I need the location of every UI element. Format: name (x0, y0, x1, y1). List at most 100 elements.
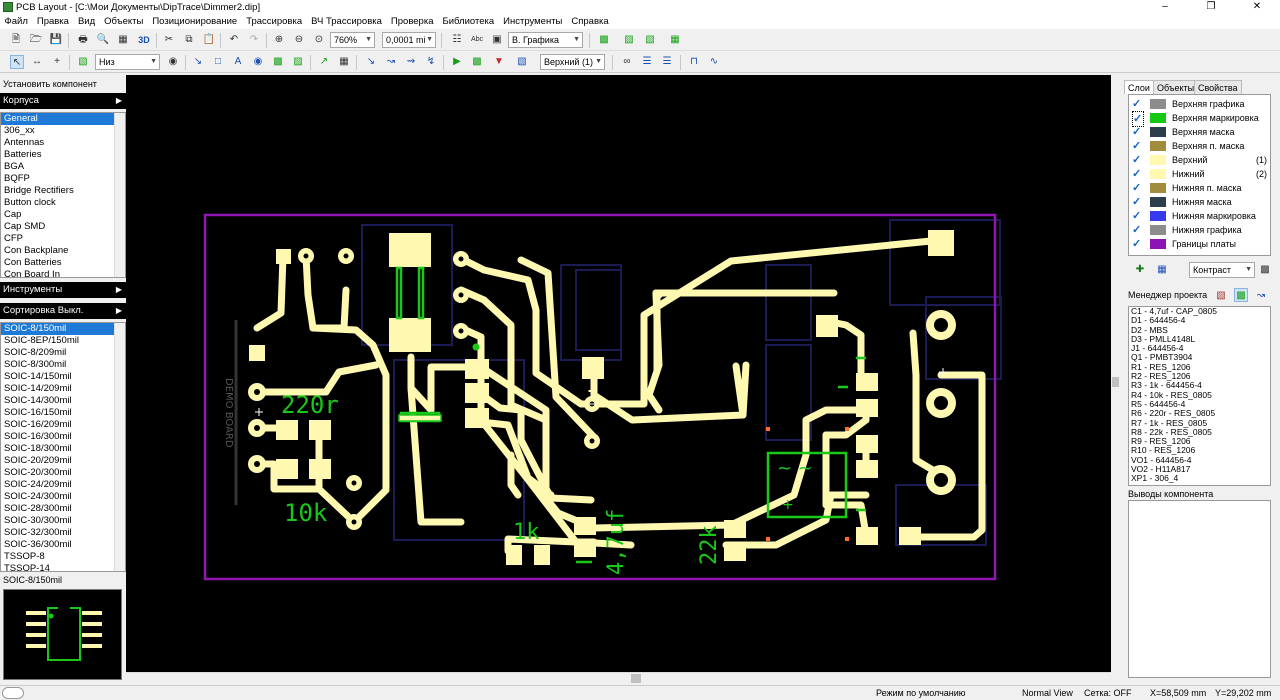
list-item[interactable]: Q1 - PMBT3904 (1131, 352, 1193, 363)
component-item[interactable]: SOIC-24/300mil (4, 491, 72, 502)
library-item[interactable]: Con Batteries (4, 257, 62, 268)
layer-row[interactable]: ✓Верхняя графика (1132, 98, 1245, 110)
verify-icon[interactable]: ▦ (670, 34, 680, 45)
route-bus-icon[interactable]: ↝ (386, 56, 396, 67)
library-item[interactable]: Con Backplane (4, 245, 69, 256)
list-item[interactable]: R7 - 1k - RES_0805 (1131, 417, 1208, 428)
layer-row[interactable]: ✓Нижний(2) (1132, 168, 1267, 180)
packages-header[interactable]: Корпуса▶ (0, 93, 126, 109)
menu-placement[interactable]: Позиционирование (152, 16, 238, 27)
print-preview-icon[interactable]: 🔍 (96, 34, 110, 45)
table-icon[interactable]: ▦ (339, 56, 349, 67)
library-item[interactable]: General (1, 113, 125, 125)
list-item[interactable]: R5 - 644456-4 (1131, 398, 1186, 409)
cut-icon[interactable]: ✂ (164, 34, 174, 45)
crosshair-icon[interactable]: + (54, 56, 60, 67)
list-item[interactable]: VO2 - H11A817 (1131, 464, 1191, 475)
project-manager-list[interactable]: C1 - 4,7uf - CAP_0805 D1 - 644456-4 D2 -… (1128, 306, 1271, 486)
layer-row[interactable]: ✓Верхняя маркировка (1132, 111, 1259, 127)
list-item[interactable]: R6 - 220r - RES_0805 (1131, 408, 1216, 419)
manager-filter-icon[interactable]: ▧ (1216, 290, 1226, 301)
component-item[interactable]: SOIC-16/150mil (4, 407, 72, 418)
pcb-board-view[interactable]: ~ ~ + 220r 10k 1k 4,7uf 22k DEMO BOARD (126, 75, 1111, 672)
library-scrollbar[interactable] (114, 113, 125, 277)
grid-combo[interactable]: 0,0001 mi▼ (382, 32, 436, 48)
layer-row[interactable]: ✓Нижняя п. маска (1132, 182, 1242, 194)
library-item[interactable]: Con Board In (4, 269, 60, 278)
component-item[interactable]: SOIC-16/209mil (4, 419, 72, 430)
ratsnest-icon[interactable]: ▧ (645, 34, 655, 45)
list-item[interactable]: R8 - 22k - RES_0805 (1131, 426, 1212, 437)
view-mode-combo[interactable]: В. Графика▼ (508, 32, 583, 48)
menu-edit[interactable]: Правка (36, 16, 69, 27)
pointer-icon[interactable]: ↖ (10, 55, 24, 69)
layer-row[interactable]: ✓Верхняя маска (1132, 126, 1235, 138)
menu-file[interactable]: Файл (4, 16, 28, 27)
wave-icon[interactable]: ∿ (709, 56, 719, 67)
place-rect-icon[interactable]: □ (214, 56, 222, 67)
manager-components-icon[interactable]: ▩ (1234, 288, 1248, 302)
drc-icon[interactable]: ▼ (494, 56, 504, 67)
copy-icon[interactable]: ⧉ (185, 34, 193, 45)
layers-down-icon[interactable]: ☰ (662, 56, 672, 67)
place-line-icon[interactable]: ↘ (193, 56, 203, 67)
library-item[interactable]: BQFP (4, 173, 30, 184)
run-autoroute-icon[interactable]: ▶ (453, 56, 461, 67)
pan-icon[interactable]: ↔ (32, 56, 42, 67)
layer-row[interactable]: ✓Нижняя маска (1132, 196, 1232, 208)
canvas-vertical-scrollbar[interactable] (1111, 75, 1120, 672)
library-item[interactable]: Bridge Rectifiers (4, 185, 74, 196)
paste-icon[interactable]: 📋 (202, 34, 216, 45)
component-item[interactable]: SOIC-8/300mil (4, 359, 67, 370)
component-item[interactable]: SOIC-20/300mil (4, 467, 72, 478)
contrast-combo[interactable]: Контраст▼ (1189, 262, 1255, 278)
binoculars-icon[interactable]: ◉ (168, 56, 178, 67)
dimension-icon[interactable]: ↗ (319, 56, 329, 67)
redo-icon[interactable]: ↷ (249, 34, 259, 45)
list-item[interactable]: J1 - 644456-4 (1131, 343, 1184, 354)
layer-settings-icon[interactable]: ▦ (1157, 264, 1167, 275)
component-item[interactable]: SOIC-14/150mil (4, 371, 72, 382)
layer-row[interactable]: ✓Нижняя графика (1132, 224, 1242, 236)
tools-header[interactable]: Инструменты▶ (0, 282, 126, 298)
zoom-out-icon[interactable]: ⊖ (294, 34, 304, 45)
list-item[interactable]: R9 - RES_1206 (1131, 436, 1191, 447)
component-item[interactable]: TSSOP-14 (4, 563, 50, 572)
image-icon[interactable]: ▣ (492, 34, 502, 45)
place-text-icon[interactable]: A (234, 56, 242, 67)
tab-layers[interactable]: Слои (1124, 80, 1154, 94)
layer-row[interactable]: ✓Нижняя маркировка (1132, 210, 1256, 222)
component-scrollbar[interactable] (114, 323, 125, 571)
report-icon[interactable]: ▦ (118, 34, 128, 45)
component-item[interactable]: SOIC-20/209mil (4, 455, 72, 466)
list-item[interactable]: VO1 - 644456-4 (1131, 454, 1192, 465)
list-item[interactable]: R1 - RES_1206 (1131, 361, 1191, 372)
layer-pin-icon[interactable]: ✚ (1135, 264, 1145, 275)
library-item[interactable]: Cap (4, 209, 22, 220)
list-item[interactable]: D3 - PMLL4148L (1131, 333, 1196, 344)
library-item[interactable]: BGA (4, 161, 25, 172)
component-item[interactable]: TSSOP-8 (4, 551, 45, 562)
list-item[interactable]: D2 - MBS (1131, 324, 1168, 335)
print-icon[interactable]: 🖶 (78, 34, 88, 45)
menu-route[interactable]: Трассировка (246, 16, 303, 27)
list-item[interactable]: XP1 - 306_4 (1131, 473, 1179, 484)
fanout-icon[interactable]: ▧ (517, 56, 527, 67)
menu-tools[interactable]: Инструменты (503, 16, 563, 27)
menu-verification[interactable]: Проверка (390, 16, 434, 27)
layer-side-combo[interactable]: Низ▼ (95, 54, 160, 70)
component-item[interactable]: SOIC-30/300mil (4, 515, 72, 526)
component-list[interactable]: SOIC-8/150mil SOIC-8EP/150mil SOIC-8/209… (0, 322, 126, 572)
pulse-icon[interactable]: ⊓ (690, 56, 698, 67)
layer-select-combo[interactable]: Верхний (1)▼ (540, 54, 605, 70)
open-icon[interactable]: 🗁 (29, 34, 43, 45)
component-item[interactable]: SOIC-32/300mil (4, 527, 72, 538)
menu-view[interactable]: Вид (77, 16, 96, 27)
trace-edit-icon[interactable]: ↯ (426, 56, 436, 67)
zoom-in-icon[interactable]: ⊕ (274, 34, 284, 45)
layers-up-icon[interactable]: ☰ (642, 56, 652, 67)
text-font-icon[interactable]: Abc (470, 36, 484, 43)
manager-nets-icon[interactable]: ↝ (1256, 290, 1266, 301)
save-icon[interactable]: 💾 (49, 34, 63, 45)
close-button[interactable]: ✕ (1252, 1, 1262, 12)
